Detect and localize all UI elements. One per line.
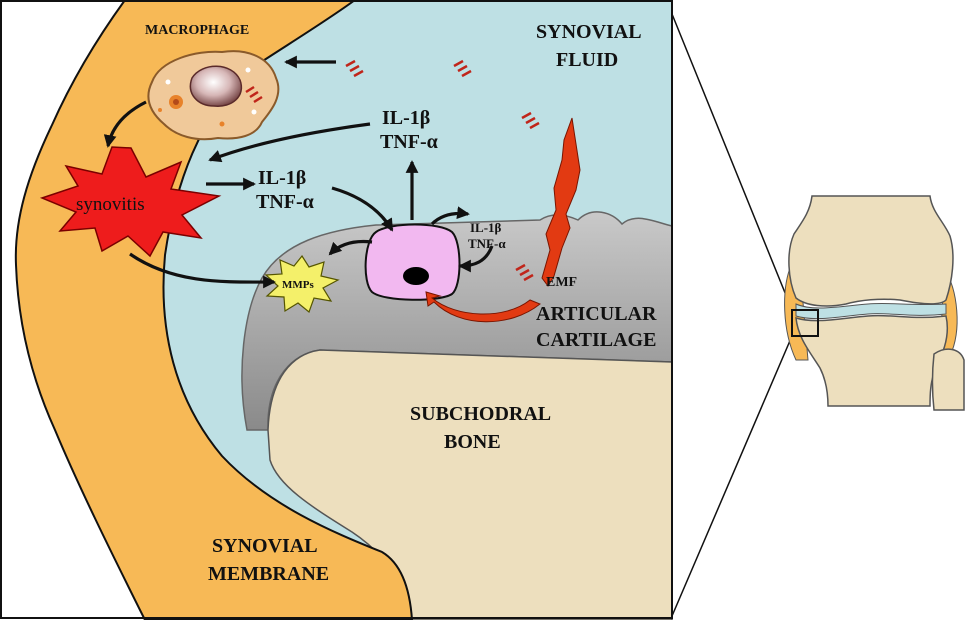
emf-label: EMF [546, 275, 577, 290]
articular-cartilage-label-line2: CARTILAGE [536, 329, 656, 351]
zoom-connector-lines [672, 14, 792, 616]
subchondral-bone-label-line2: BONE [444, 431, 501, 453]
synovial-membrane-label-line2: MEMBRANE [208, 563, 329, 585]
chondrocyte-cell [366, 225, 460, 300]
knee-fibula [933, 349, 965, 410]
cytokine-upper-il1b: IL-1β [382, 107, 430, 129]
subchondral-bone-label-line1: SUBCHODRAL [410, 403, 551, 425]
cytokine-small-il1b: IL-1β [470, 220, 502, 235]
synovial-membrane-label-line1: SYNOVIAL [212, 535, 318, 557]
cytokine-small-tnfa: TNF-α [468, 236, 506, 251]
articular-cartilage-label-line1: ARTICULAR [536, 303, 657, 325]
cytokine-upper-tnfa: TNF-α [380, 131, 438, 153]
synovial-fluid-label-line2: FLUID [556, 49, 618, 71]
macrophage-cell [148, 51, 278, 139]
knee-femur [789, 196, 953, 306]
cytokine-mid-il1b: IL-1β [258, 167, 306, 189]
synovial-fluid-label-line1: SYNOVIAL [536, 21, 642, 43]
zoom-panel: MACROPHAGE SYNOVIAL FLUID synovitis IL-1… [0, 0, 672, 620]
macrophage-label: MACROPHAGE [145, 23, 249, 38]
mmps-label: MMPs [282, 279, 314, 291]
cytokine-mid-tnfa: TNF-α [256, 191, 314, 213]
knee-joint-illustration [785, 196, 964, 410]
synovitis-label: synovitis [76, 194, 145, 215]
